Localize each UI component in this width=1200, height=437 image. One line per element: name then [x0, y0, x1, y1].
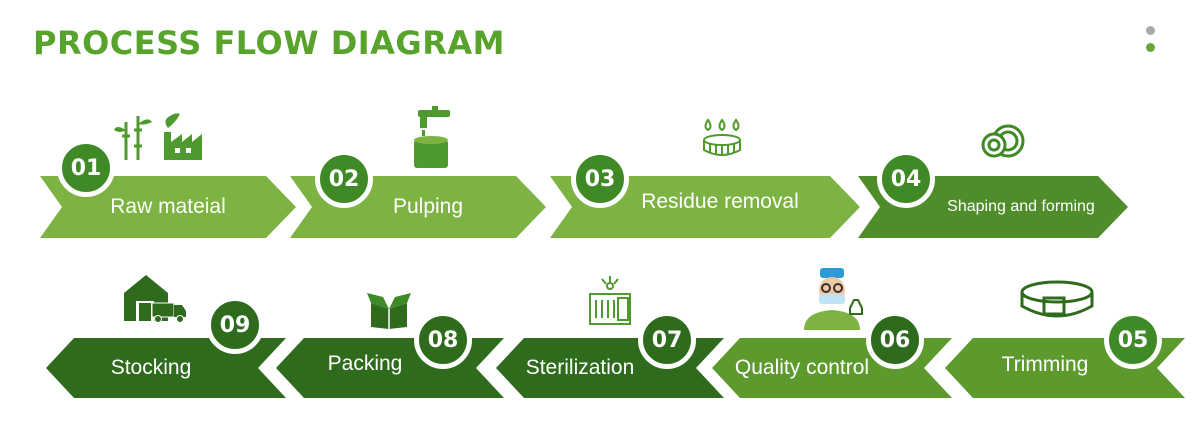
open-box-icon: [367, 293, 411, 329]
faucet-tank-icon: [414, 106, 450, 168]
step-arrow-shape: [550, 176, 860, 238]
step-arrow-shape: [46, 338, 286, 398]
step-number-badge: 01: [57, 139, 115, 197]
step-number-badge: 09: [206, 296, 264, 354]
inspector-icon: [804, 268, 863, 330]
step-01: Raw mateial: [40, 176, 296, 238]
step-number-badge: 05: [1104, 311, 1162, 369]
step-number-badge: 06: [866, 311, 924, 369]
step-label: Trimming: [1001, 353, 1089, 376]
warehouse-truck-icon: [124, 275, 186, 323]
step-number-badge: 08: [414, 311, 472, 369]
step-label: Quality control: [734, 356, 870, 379]
menu-dot: [1146, 26, 1155, 35]
more-menu-icon[interactable]: [1146, 26, 1158, 60]
step-number-badge: 03: [571, 150, 629, 208]
step-09: Stocking: [46, 338, 286, 398]
step-label: Pulping: [392, 195, 464, 218]
step-label: Stocking: [110, 356, 192, 379]
step-label: Shaping and forming: [947, 198, 1095, 215]
step-label: Packing: [327, 352, 403, 375]
step-number-badge: 02: [315, 150, 373, 208]
step-label: Raw mateial: [110, 195, 226, 218]
trimming-ring-icon: [1020, 280, 1094, 318]
step-number-badge: 07: [638, 311, 696, 369]
step-03: Residue removal: [550, 176, 860, 238]
step-number-badge: 04: [877, 150, 935, 208]
step-arrow-shape: [40, 176, 296, 238]
menu-dot: [1146, 43, 1155, 52]
plates-icon: [981, 124, 1025, 158]
step-label: Sterilization: [525, 356, 635, 379]
droplets-sieve-icon: [703, 118, 741, 156]
sterilizer-cabinet-icon: [589, 276, 631, 325]
step-label: Residue removal: [641, 190, 799, 213]
bamboo-factory-icon: [114, 113, 202, 160]
page-title: PROCESS FLOW DIAGRAM: [33, 24, 505, 62]
